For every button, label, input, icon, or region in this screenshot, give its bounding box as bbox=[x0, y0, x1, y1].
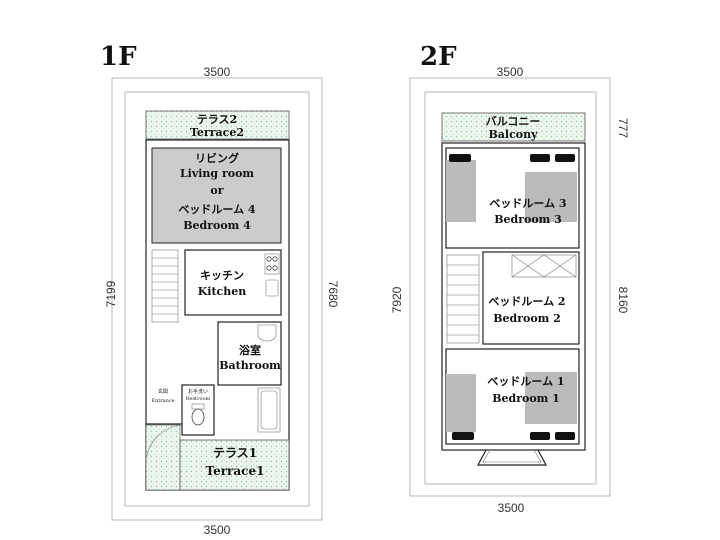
terrace2-label-ja: テラス2 bbox=[197, 113, 237, 126]
pillow-icon bbox=[555, 154, 575, 162]
stairs-2f bbox=[446, 254, 480, 344]
floor-1f: 1F 3500 3500 7199 7680 テラス2 Terrace2 リビン… bbox=[100, 42, 340, 537]
bed-icon bbox=[525, 372, 577, 424]
restroom bbox=[181, 384, 215, 436]
lot-line-1f bbox=[124, 91, 310, 507]
dim-top-1f: 3500 bbox=[204, 65, 231, 79]
entrance-label-ja: 玄関 bbox=[158, 388, 168, 395]
balcony-label-en: Balcony bbox=[488, 128, 538, 141]
pillow-icon bbox=[452, 432, 474, 440]
bed-icon bbox=[446, 374, 476, 432]
bedroom2-label-en: Bedroom 2 bbox=[493, 312, 561, 325]
dim-top-2f: 3500 bbox=[497, 65, 524, 79]
bathroom-label-en: Bathroom bbox=[219, 359, 281, 372]
terrace1-area bbox=[179, 439, 290, 491]
terrace2-area bbox=[145, 110, 290, 140]
terrace1-side bbox=[145, 424, 181, 491]
bedroom3-label-en: Bedroom 3 bbox=[494, 213, 562, 226]
living-label-or: or bbox=[210, 184, 223, 197]
toilet-icon bbox=[191, 403, 205, 426]
terrace1-label-en: Terrace1 bbox=[206, 464, 265, 478]
entrance-label-en: Entrance bbox=[151, 398, 174, 404]
stove-icon bbox=[264, 253, 280, 275]
dim-right-top-2f: 777 bbox=[616, 118, 630, 138]
dim-bottom-2f: 3500 bbox=[498, 501, 525, 515]
living-label-ja: リビング bbox=[195, 151, 239, 165]
dim-left-1f: 7199 bbox=[104, 280, 118, 307]
dim-left-2f: 7920 bbox=[390, 286, 404, 313]
bathroom bbox=[217, 321, 282, 386]
bedroom1-label-ja: ベッドルーム 1 bbox=[487, 375, 564, 388]
bedroom2 bbox=[482, 251, 580, 345]
bed-icon bbox=[525, 172, 577, 222]
balcony-label-ja: バルコニー bbox=[486, 115, 541, 128]
bedroom4-label-ja: ベッドルーム 4 bbox=[178, 203, 255, 216]
closet-icon bbox=[511, 254, 577, 278]
restroom-label-en: Restroom bbox=[186, 396, 211, 402]
balcony-area bbox=[441, 112, 586, 142]
kitchen-label-ja: キッチン bbox=[200, 269, 244, 282]
floor-title-1f: 1F bbox=[100, 42, 137, 72]
terrace2-label-en: Terrace2 bbox=[190, 126, 244, 139]
pillow-icon bbox=[555, 432, 575, 440]
floor-2f: 2F 3500 3500 7920 8160 777 バルコニー Balcony… bbox=[390, 42, 630, 515]
bedroom3-label-ja: ベッドルーム 3 bbox=[489, 197, 566, 210]
bed-icon bbox=[446, 160, 476, 222]
floor-title-2f: 2F bbox=[420, 42, 457, 72]
living-room bbox=[151, 147, 282, 244]
entrance-door-swing bbox=[145, 424, 183, 461]
washbasin-icon bbox=[257, 324, 277, 342]
bedroom1-label-en: Bedroom 1 bbox=[492, 392, 560, 405]
building-outline-2f bbox=[441, 142, 586, 451]
bathroom-label-ja: 浴室 bbox=[239, 343, 261, 357]
dim-right-1f: 7680 bbox=[326, 281, 340, 308]
dim-bottom-1f: 3500 bbox=[204, 523, 231, 537]
site-boundary-2f bbox=[409, 77, 611, 497]
kitchen-label-en: Kitchen bbox=[198, 285, 247, 298]
sink-icon bbox=[265, 279, 279, 297]
pillow-icon bbox=[530, 154, 550, 162]
terrace1-label-ja: テラス1 bbox=[213, 446, 257, 460]
lot-line-2f bbox=[424, 91, 597, 485]
dim-right-2f: 8160 bbox=[616, 287, 630, 314]
bathtub-icon bbox=[257, 387, 281, 433]
stairs-1f bbox=[151, 249, 179, 323]
living-label-en: Living room bbox=[180, 167, 254, 180]
pillow-icon bbox=[530, 432, 550, 440]
pillow-icon bbox=[449, 154, 471, 162]
bedroom2-label-ja: ベッドルーム 2 bbox=[488, 295, 565, 308]
bay-window bbox=[477, 449, 547, 466]
site-boundary-1f bbox=[111, 77, 323, 521]
restroom-label-ja: お手洗い bbox=[188, 388, 208, 395]
bedroom4-label-en: Bedroom 4 bbox=[183, 219, 251, 232]
kitchen bbox=[184, 249, 282, 316]
